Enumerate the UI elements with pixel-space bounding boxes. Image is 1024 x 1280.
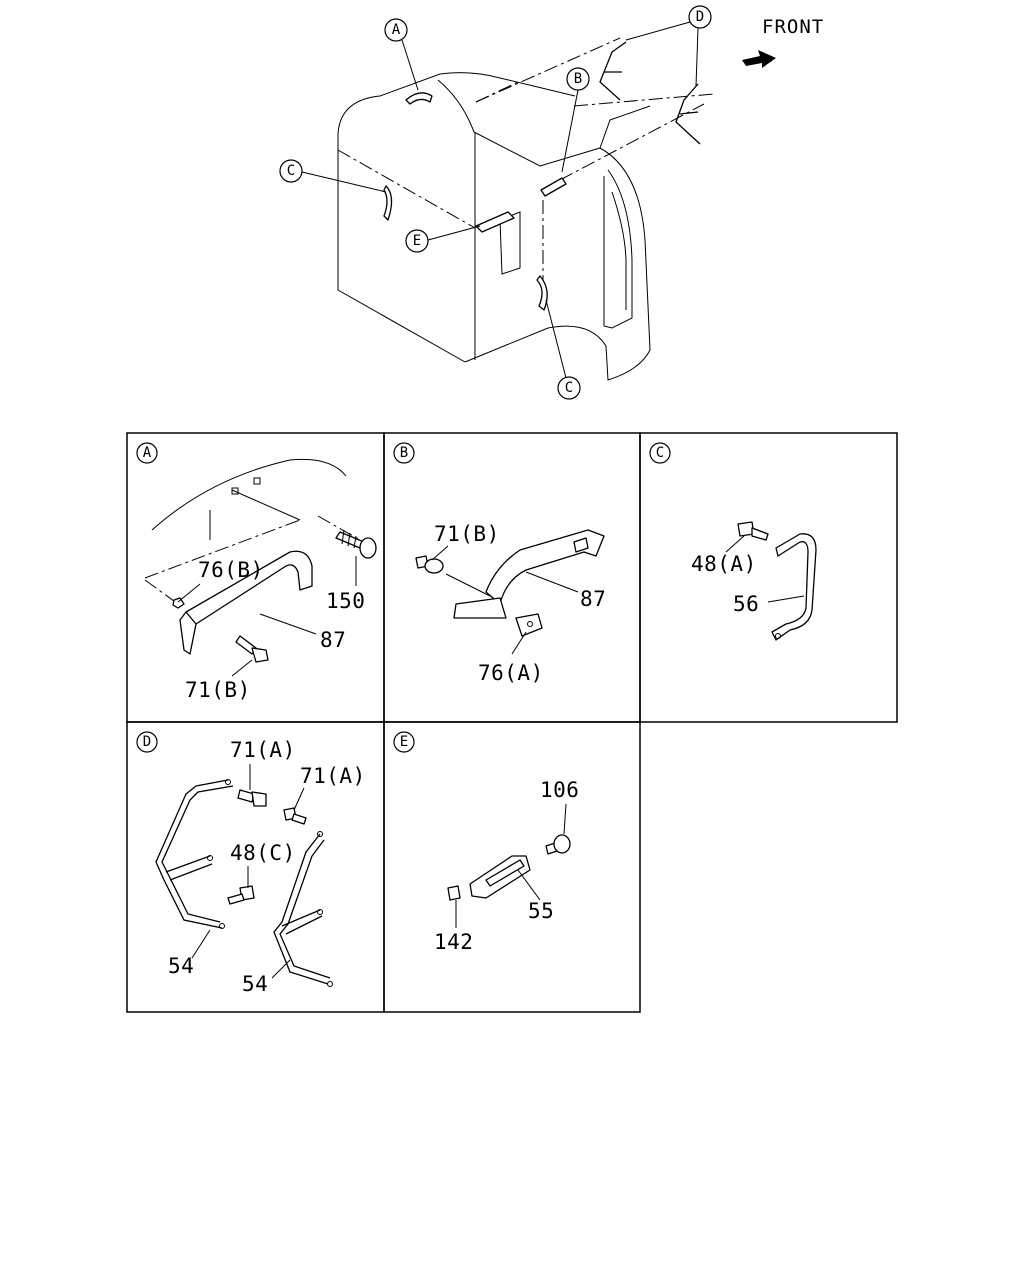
bolt-106-icon — [545, 834, 571, 855]
panel-b-label-87: 87 — [580, 587, 606, 611]
rail-54-right-icon — [273, 833, 331, 985]
panel-c-label-56: 56 — [733, 592, 759, 616]
front-arrow-icon — [742, 50, 776, 68]
callout-d: D — [696, 9, 704, 25]
panel-grid — [126, 432, 898, 1013]
clip-150-icon — [335, 529, 377, 559]
bolt-48c-icon — [227, 885, 255, 905]
panel-d: D 71(A) 71(A) — [136, 731, 366, 996]
callout-a: A — [392, 22, 401, 38]
panel-e: E 106 55 142 — [393, 731, 579, 954]
panel-d-label-54-2: 54 — [242, 972, 268, 996]
clip-142-icon — [447, 885, 461, 901]
bolt-71b-icon-b — [415, 555, 444, 574]
panel-b-letter: B — [400, 445, 408, 461]
panel-c-label-48a: 48(A) — [691, 552, 757, 576]
panel-a-letter: A — [143, 445, 152, 461]
nut-76b-icon — [172, 597, 185, 609]
grab-handle-56-icon — [771, 533, 817, 641]
bolt-71a-icon-1 — [237, 789, 267, 807]
cab-rail-d-left-icon — [599, 41, 627, 101]
panel-b: B 71(B) 87 76(A) — [393, 442, 606, 685]
panel-c-letter: C — [656, 445, 664, 461]
panel-e-label-142: 142 — [434, 930, 473, 954]
panel-d-label-48c: 48(C) — [230, 841, 296, 865]
panel-a-label-71b: 71(B) — [185, 678, 251, 702]
panel-a-label-76b: 76(B) — [198, 558, 264, 582]
cab-handle-c-left-icon — [383, 185, 393, 221]
callout-e: E — [413, 233, 421, 249]
callout-c-bottom: C — [565, 380, 573, 396]
callout-b: B — [574, 71, 582, 87]
panel-d-letter: D — [143, 734, 151, 750]
callout-c-left: C — [287, 163, 295, 179]
panel-a: A 76(B) 150 87 71(B — [136, 442, 377, 702]
cab-handle-c-right-icon — [536, 275, 548, 311]
cab-handle-e-icon — [475, 211, 515, 233]
panel-d-label-71a-2: 71(A) — [300, 764, 366, 788]
cab-handle-b-icon — [540, 177, 567, 197]
panel-a-label-87: 87 — [320, 628, 346, 652]
panel-b-label-71b: 71(B) — [434, 522, 500, 546]
panel-d-label-71a-1: 71(A) — [230, 738, 296, 762]
panel-e-label-55: 55 — [528, 899, 554, 923]
panel-a-label-150: 150 — [326, 589, 365, 613]
bolt-48a-icon — [737, 521, 769, 541]
cab-overview: A B C C D E FRONT — [279, 5, 824, 400]
panel-e-letter: E — [400, 734, 408, 750]
panel-b-label-76a: 76(A) — [478, 661, 544, 685]
bracket-76a-icon — [515, 613, 543, 637]
cab-rail-d-right-icon — [675, 83, 701, 145]
bolt-71a-icon-2 — [283, 807, 307, 825]
front-label: FRONT — [762, 16, 824, 38]
panel-d-label-54-1: 54 — [168, 954, 194, 978]
bolt-71b-icon — [235, 635, 269, 663]
rail-54-left-icon — [155, 779, 234, 929]
panel-e-label-106: 106 — [540, 778, 579, 802]
handle-87b-icon — [485, 529, 605, 605]
panel-c: C 48(A) 56 — [649, 442, 817, 641]
cab-handle-a-icon — [405, 92, 433, 105]
